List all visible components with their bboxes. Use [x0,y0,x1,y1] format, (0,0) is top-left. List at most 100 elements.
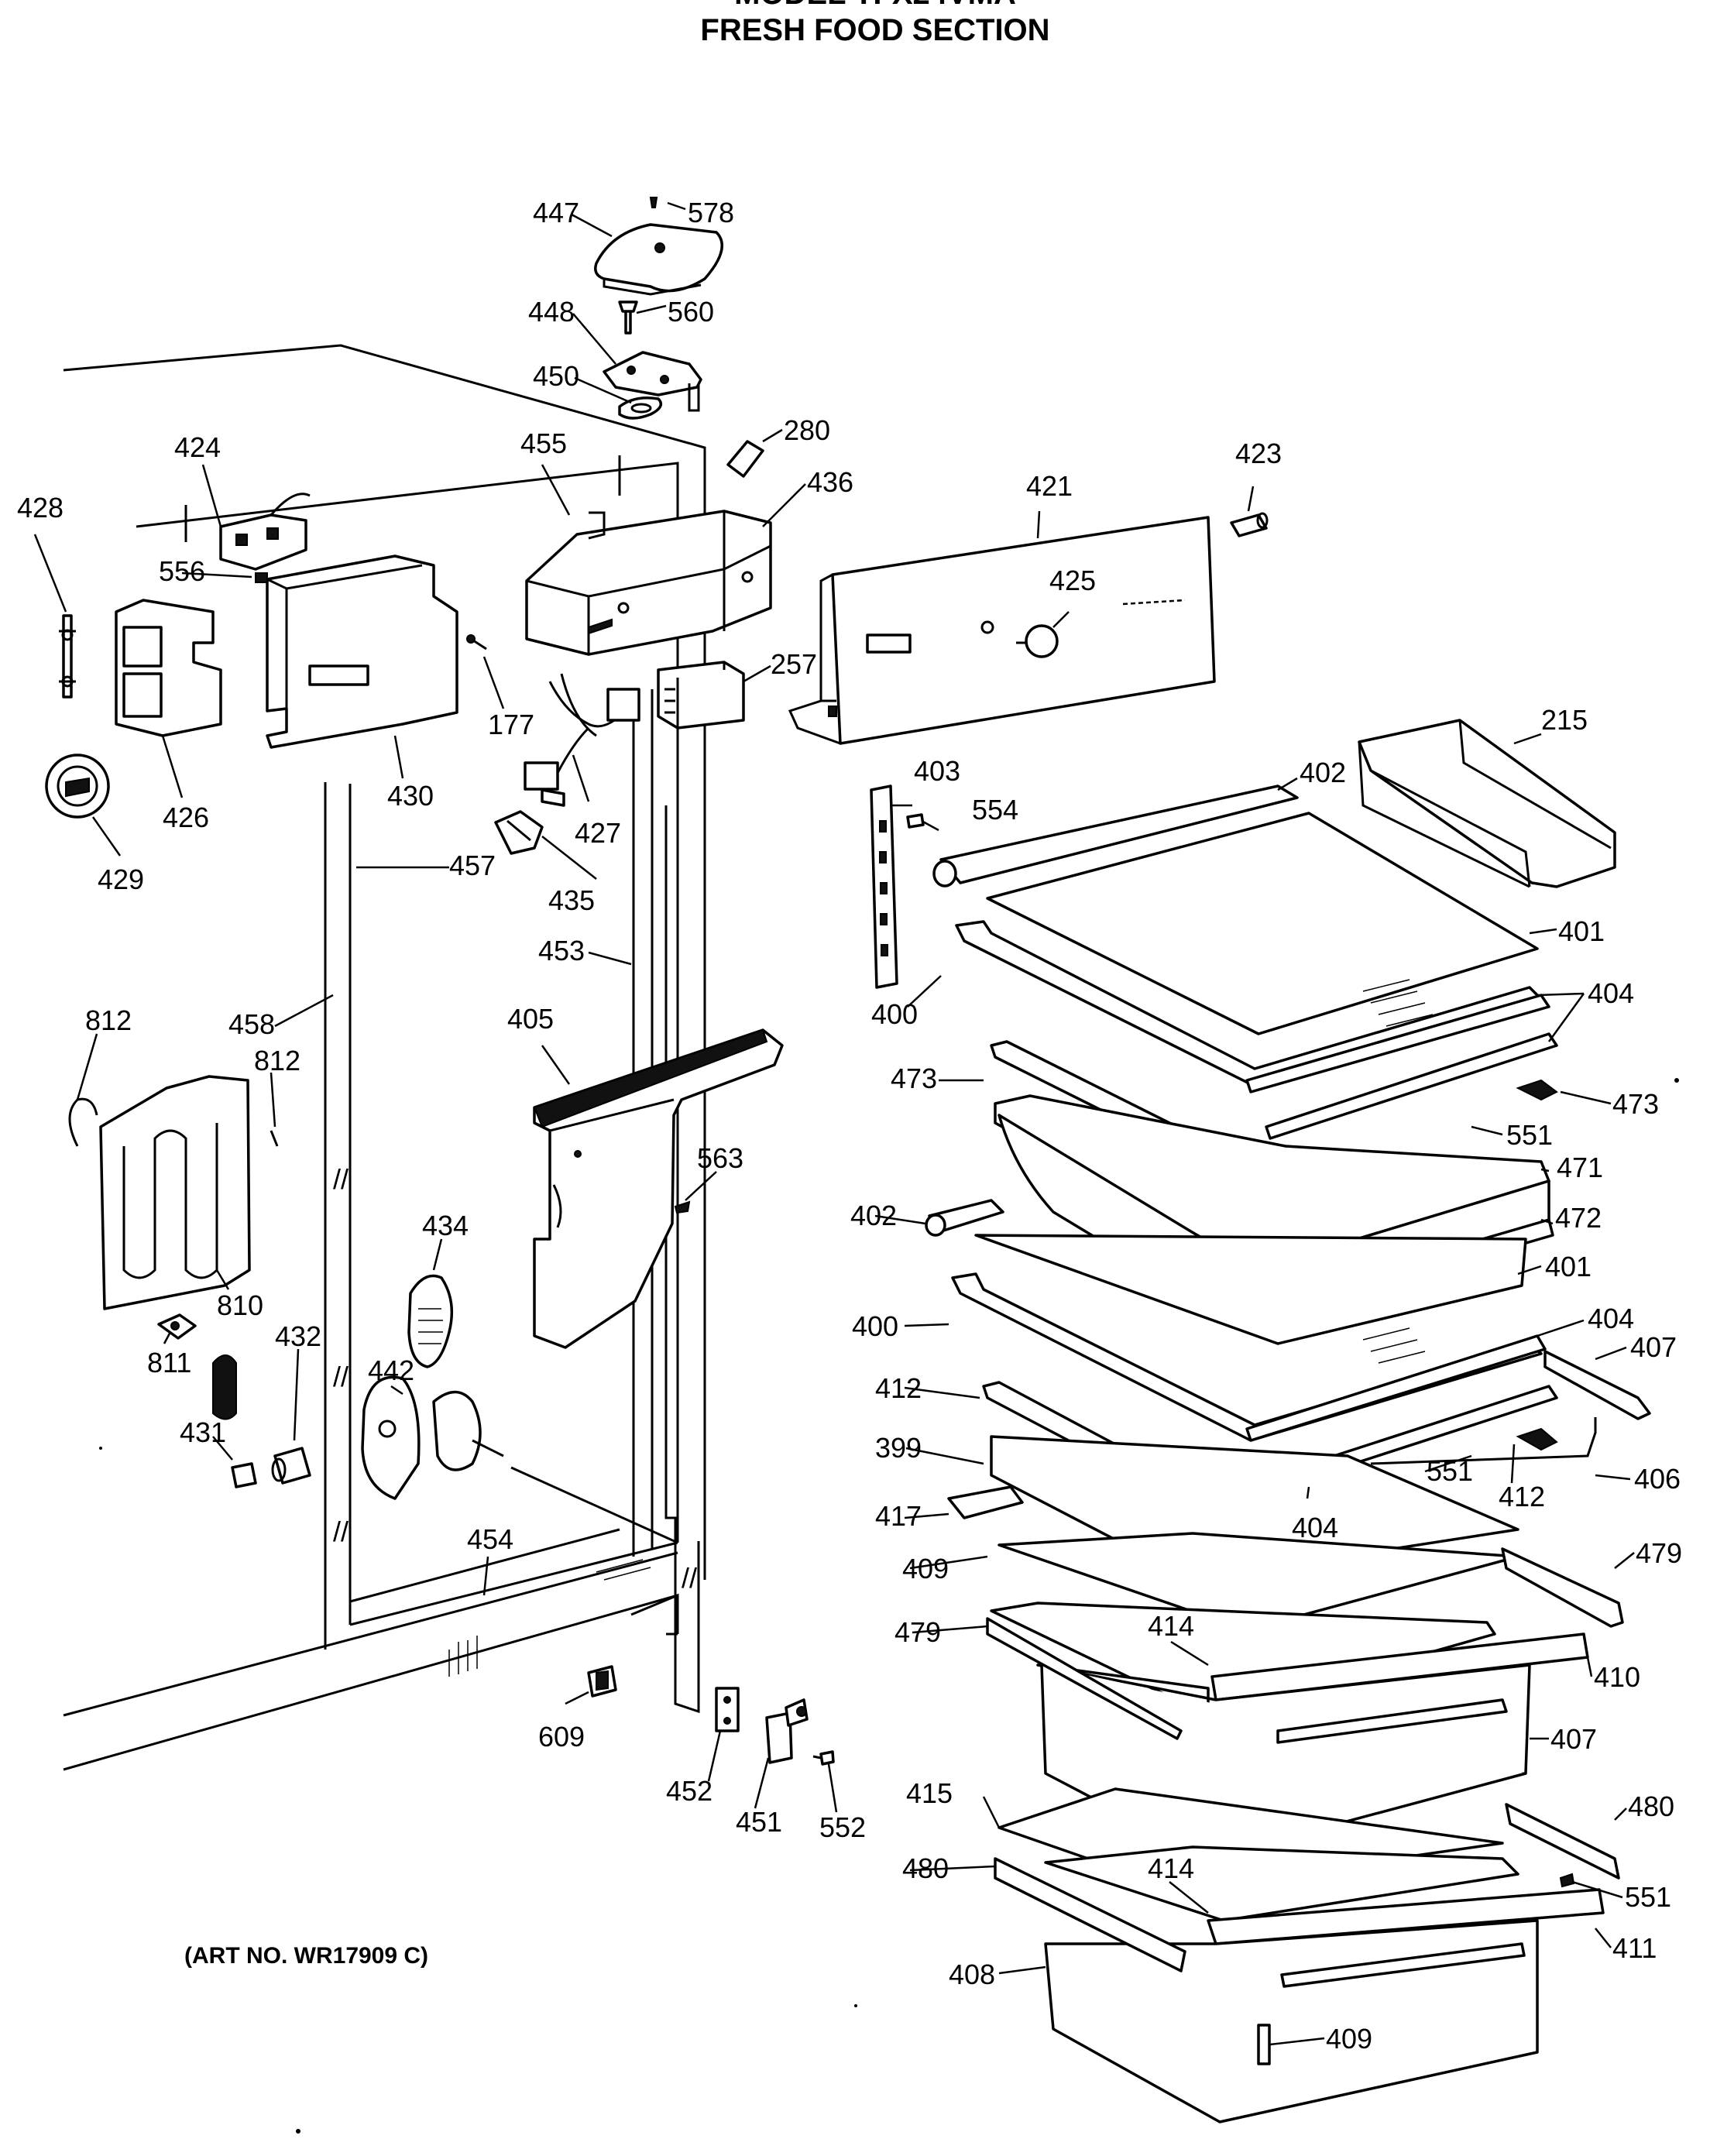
callout-400-upper: 400 [871,998,918,1030]
art-number: (ART NO. WR17909 C) [184,1943,428,1969]
callout-409-label: 409 [1326,2023,1372,2055]
callout-432: 432 [275,1320,321,1352]
callout-552: 552 [819,1811,866,1843]
callout-551-middle: 551 [1427,1455,1473,1487]
callout-812-right: 812 [254,1045,300,1076]
switch-424 [219,493,311,571]
callout-177: 177 [488,709,534,740]
callout-215: 215 [1541,704,1588,736]
middle-shelf [951,1234,1651,1526]
part-811 [157,1313,197,1340]
svg-text://: // [333,1163,349,1195]
callout-407-rod: 407 [1630,1331,1677,1363]
callout-411: 411 [1612,1932,1657,1964]
shelf-ladder-403 [870,784,898,989]
screw-560 [618,300,638,335]
callout-551-upper: 551 [1506,1119,1553,1151]
light-socket-426 [115,599,222,737]
callout-400-middle: 400 [852,1310,898,1342]
screw-578 [649,197,658,208]
knob-425 [1016,624,1059,658]
callout-472: 472 [1555,1202,1602,1234]
callout-451: 451 [736,1806,782,1838]
connector-435 [494,810,544,855]
callout-560: 560 [668,296,714,328]
control-panel-421 [788,516,1216,745]
callout-414-upper: 414 [1148,1610,1194,1642]
callout-426: 426 [163,802,209,833]
control-housing-436 [525,510,772,656]
drawer-408 [994,1787,1620,2123]
callout-473-left: 473 [891,1063,937,1094]
callout-609: 609 [538,1721,585,1753]
callout-458: 458 [228,1008,275,1040]
callout-406: 406 [1634,1463,1681,1495]
harness-427 [524,673,640,807]
callout-257: 257 [771,648,817,680]
clip-428 [59,614,76,699]
damper-442 [361,1375,504,1500]
callout-452: 452 [666,1775,712,1807]
plug-280 [726,440,764,478]
callout-404-upper: 404 [1588,977,1634,1009]
callout-454: 454 [467,1523,513,1555]
callout-551-lower: 551 [1625,1881,1671,1913]
callout-435: 435 [548,884,595,916]
hinge-cover-447 [594,223,723,296]
screw-563 [674,1200,691,1214]
screw-812 [270,1130,279,1147]
callout-403: 403 [914,755,960,787]
part-609 [587,1665,617,1698]
callout-404-middle: 404 [1588,1303,1634,1334]
hinge-451 [765,1698,809,1764]
callout-labels: 447 578 448 560 450 280 455 436 424 428 … [17,197,1682,2055]
light-shield-430 [266,554,458,749]
callout-448: 448 [528,296,575,328]
callout-405: 405 [507,1003,554,1035]
callout-429: 429 [98,863,144,895]
callout-428: 428 [17,492,64,524]
callout-404-lower: 404 [1292,1512,1338,1543]
callout-457: 457 [449,850,496,881]
callout-453: 453 [538,935,585,966]
heater-810 [68,1075,251,1310]
callout-399: 399 [875,1432,922,1464]
callout-554: 554 [972,794,1018,826]
callout-280: 280 [784,414,830,446]
callout-811: 811 [147,1347,191,1378]
callout-414-lower: 414 [1148,1852,1194,1884]
callout-412-left: 412 [875,1372,922,1404]
callout-812-left: 812 [85,1004,132,1036]
callout-412-right: 412 [1499,1481,1545,1512]
grommet-431-432 [212,1354,311,1488]
screw-177 [466,634,487,651]
callout-479-right: 479 [1636,1537,1682,1569]
callout-578: 578 [688,197,734,228]
callout-455: 455 [520,427,567,459]
callout-410: 410 [1594,1661,1640,1693]
model-title: MODEL TFX24VMA [734,0,1016,11]
screw-552 [812,1750,835,1766]
callout-434: 434 [422,1210,469,1241]
callout-480-left: 480 [902,1852,949,1884]
callout-479-left: 479 [894,1616,941,1648]
hinge-448 [603,351,702,412]
pan-410 [986,1532,1624,1860]
callout-421: 421 [1026,470,1073,502]
callout-480-right: 480 [1628,1790,1674,1822]
screw-556 [255,572,268,583]
callout-401-upper: 401 [1558,915,1605,947]
bracket-452 [715,1687,740,1732]
svg-text://: // [682,1562,697,1594]
support-405 [533,1028,784,1349]
callout-415: 415 [906,1777,953,1809]
callout-450: 450 [533,360,579,392]
cabinet-liner: // // // // [63,344,706,1771]
light-bulb-429 [45,754,110,819]
leader-lines [33,201,1635,2046]
callout-447: 447 [533,197,579,228]
svg-text://: // [333,1516,349,1547]
callout-409-glass: 409 [902,1553,949,1584]
lamp-423 [1230,512,1269,537]
